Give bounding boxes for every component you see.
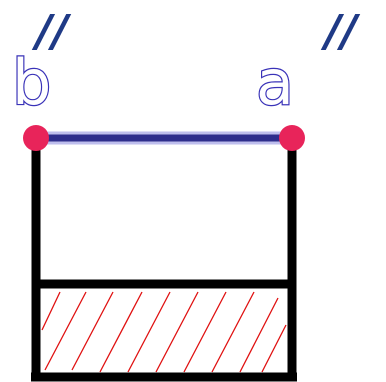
point-b-dot xyxy=(23,125,49,151)
hatch-line xyxy=(155,291,199,373)
hatch-line xyxy=(44,291,87,371)
left-slash-marks: // xyxy=(31,6,72,57)
hatch-line xyxy=(239,297,279,373)
hatched-region xyxy=(41,291,287,373)
container-walls xyxy=(31,138,297,382)
label-b: b xyxy=(12,46,51,119)
right-slash-marks: // xyxy=(320,6,361,57)
hatch-line xyxy=(261,324,287,373)
hatch-line xyxy=(71,291,114,371)
hatch-line xyxy=(99,291,143,373)
label-a: a xyxy=(256,46,294,119)
hatch-line xyxy=(211,291,255,373)
hatch-line xyxy=(183,291,227,373)
point-a-dot xyxy=(279,125,305,151)
hatch-line xyxy=(127,291,171,373)
hatch-line xyxy=(41,291,61,331)
